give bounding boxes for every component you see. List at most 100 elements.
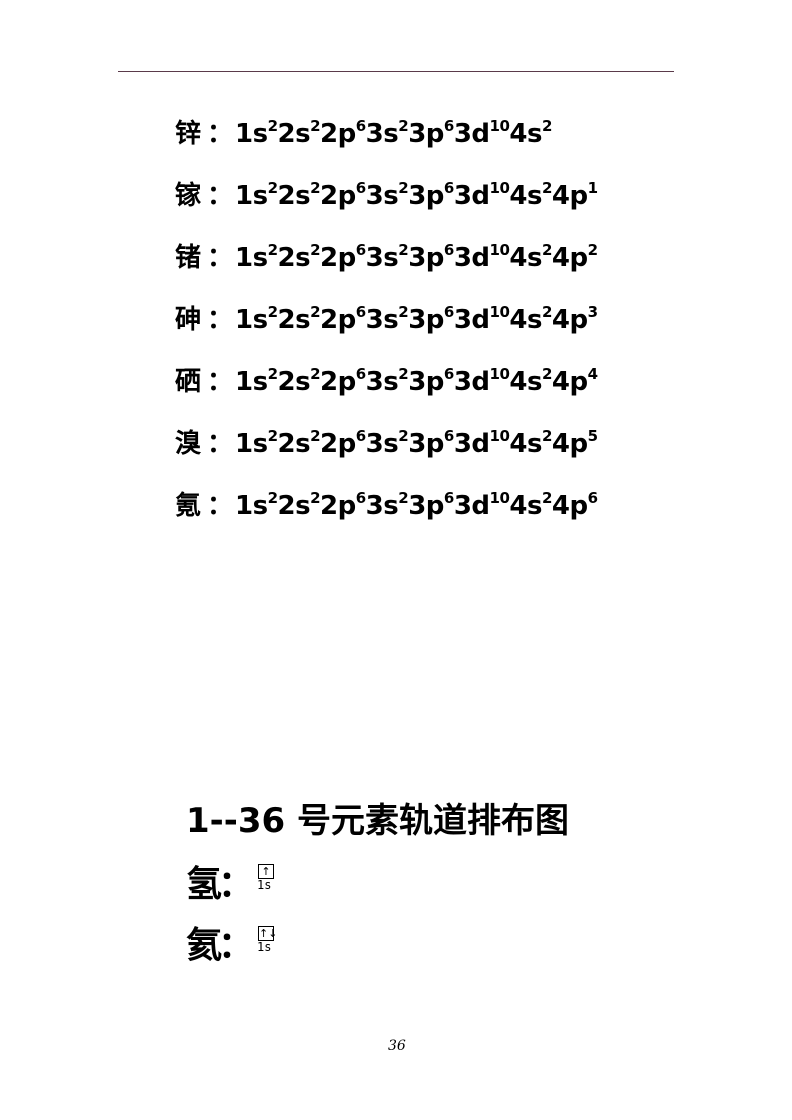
electron-count: 2 xyxy=(541,117,552,135)
orbital: 4s xyxy=(509,119,542,149)
electron-count: 2 xyxy=(398,303,409,321)
element-name: 锗 xyxy=(175,243,201,273)
orbital: 3d xyxy=(453,305,490,335)
electron-config-line: 硒：1s22s22p63s23p63d104s24p4 xyxy=(175,361,598,398)
orbital: 1s xyxy=(235,243,268,273)
orbital: 2s xyxy=(277,429,311,459)
electron-count: 6 xyxy=(355,303,366,321)
electron-count: 2 xyxy=(398,489,409,507)
electron-count: 2 xyxy=(541,489,552,507)
electron-count: 10 xyxy=(489,303,510,321)
electron-count: 6 xyxy=(355,365,366,383)
section-title: 1--36 号元素轨道排布图 xyxy=(186,801,570,841)
orbital: 2s xyxy=(277,305,311,335)
colon: ： xyxy=(207,429,233,459)
orbital-row-he: 氦： xyxy=(186,916,256,968)
electron-count: 6 xyxy=(443,303,454,321)
orbital: 3s xyxy=(365,305,399,335)
orbital-box: ↑ xyxy=(258,864,274,879)
electron-count: 10 xyxy=(489,117,510,135)
orbital: 1s xyxy=(235,305,268,335)
electron-count: 10 xyxy=(489,489,510,507)
electron-config-line: 锌：1s22s22p63s23p63d104s2 xyxy=(175,113,552,150)
element-name: 氪 xyxy=(175,491,201,521)
orbital: 3s xyxy=(365,119,399,149)
electron-count: 2 xyxy=(398,179,409,197)
colon: ： xyxy=(207,367,233,397)
orbital: 1s xyxy=(235,367,268,397)
electron-count: 2 xyxy=(310,117,321,135)
orbital: 3s xyxy=(365,491,399,521)
electron-count: 2 xyxy=(267,179,278,197)
orbital: 3p xyxy=(408,305,444,335)
orbital: 4s xyxy=(509,367,542,397)
orbital: 2s xyxy=(277,491,311,521)
orbital: 2p xyxy=(320,305,356,335)
electron-count: 6 xyxy=(355,117,366,135)
electron-config-line: 锗：1s22s22p63s23p63d104s24p2 xyxy=(175,237,598,274)
electron-count: 2 xyxy=(541,365,552,383)
header-rule xyxy=(118,71,674,72)
orbital: 1s xyxy=(235,181,268,211)
orbital: 3p xyxy=(408,243,444,273)
electron-count: 2 xyxy=(310,179,321,197)
electron-count: 2 xyxy=(587,241,598,259)
orbital: 3p xyxy=(408,491,444,521)
electron-count: 2 xyxy=(310,427,321,445)
orbital: 2p xyxy=(320,491,356,521)
orbital: 4s xyxy=(509,243,542,273)
orbital: 3d xyxy=(453,243,490,273)
orbital: 3d xyxy=(453,367,490,397)
orbital: 4s xyxy=(509,305,542,335)
orbital: 3p xyxy=(408,119,444,149)
electron-count: 5 xyxy=(587,427,598,445)
electron-count: 6 xyxy=(443,365,454,383)
orbital: 2s xyxy=(277,181,311,211)
orbital: 1s xyxy=(235,491,268,521)
electron-count: 2 xyxy=(267,365,278,383)
electron-count: 10 xyxy=(489,365,510,383)
element-name: 溴 xyxy=(175,429,201,459)
electron-config-line: 溴：1s22s22p63s23p63d104s24p5 xyxy=(175,423,598,460)
electron-count: 6 xyxy=(355,179,366,197)
electron-count: 2 xyxy=(267,241,278,259)
orbital: 3s xyxy=(365,367,399,397)
orbital-label: 1s xyxy=(257,940,272,954)
electron-count: 2 xyxy=(267,117,278,135)
orbital: 2s xyxy=(277,367,311,397)
orbital-box: ↑↓ xyxy=(258,926,278,941)
electron-count: 2 xyxy=(310,303,321,321)
electron-count: 6 xyxy=(443,179,454,197)
electron-config-line: 镓：1s22s22p63s23p63d104s24p1 xyxy=(175,175,598,212)
orbital: 2s xyxy=(277,243,311,273)
electron-config-line: 氪：1s22s22p63s23p63d104s24p6 xyxy=(175,485,598,522)
electron-count: 4 xyxy=(587,365,598,383)
orbital-label: 1s xyxy=(257,878,272,892)
electron-count: 6 xyxy=(355,241,366,259)
electron-count: 10 xyxy=(489,427,510,445)
orbital: 3s xyxy=(365,181,399,211)
electron-count: 1 xyxy=(587,179,598,197)
colon: ： xyxy=(207,181,233,211)
electron-count: 2 xyxy=(310,365,321,383)
orbital: 3p xyxy=(408,181,444,211)
electron-count: 6 xyxy=(587,489,598,507)
orbital: 3d xyxy=(453,119,490,149)
electron-count: 2 xyxy=(541,303,552,321)
orbital: 3d xyxy=(453,429,490,459)
electron-count: 6 xyxy=(443,427,454,445)
colon: ： xyxy=(207,119,233,149)
colon: ： xyxy=(218,925,255,966)
orbital: 3p xyxy=(408,367,444,397)
electron-count: 2 xyxy=(398,365,409,383)
orbital: 1s xyxy=(235,429,268,459)
element-name: 硒 xyxy=(175,367,201,397)
electron-count: 2 xyxy=(541,241,552,259)
electron-count: 6 xyxy=(443,489,454,507)
electron-count: 2 xyxy=(267,489,278,507)
orbital: 4p xyxy=(551,305,588,335)
orbital: 1s xyxy=(235,119,268,149)
colon: ： xyxy=(207,305,233,335)
orbital: 4p xyxy=(551,491,588,521)
